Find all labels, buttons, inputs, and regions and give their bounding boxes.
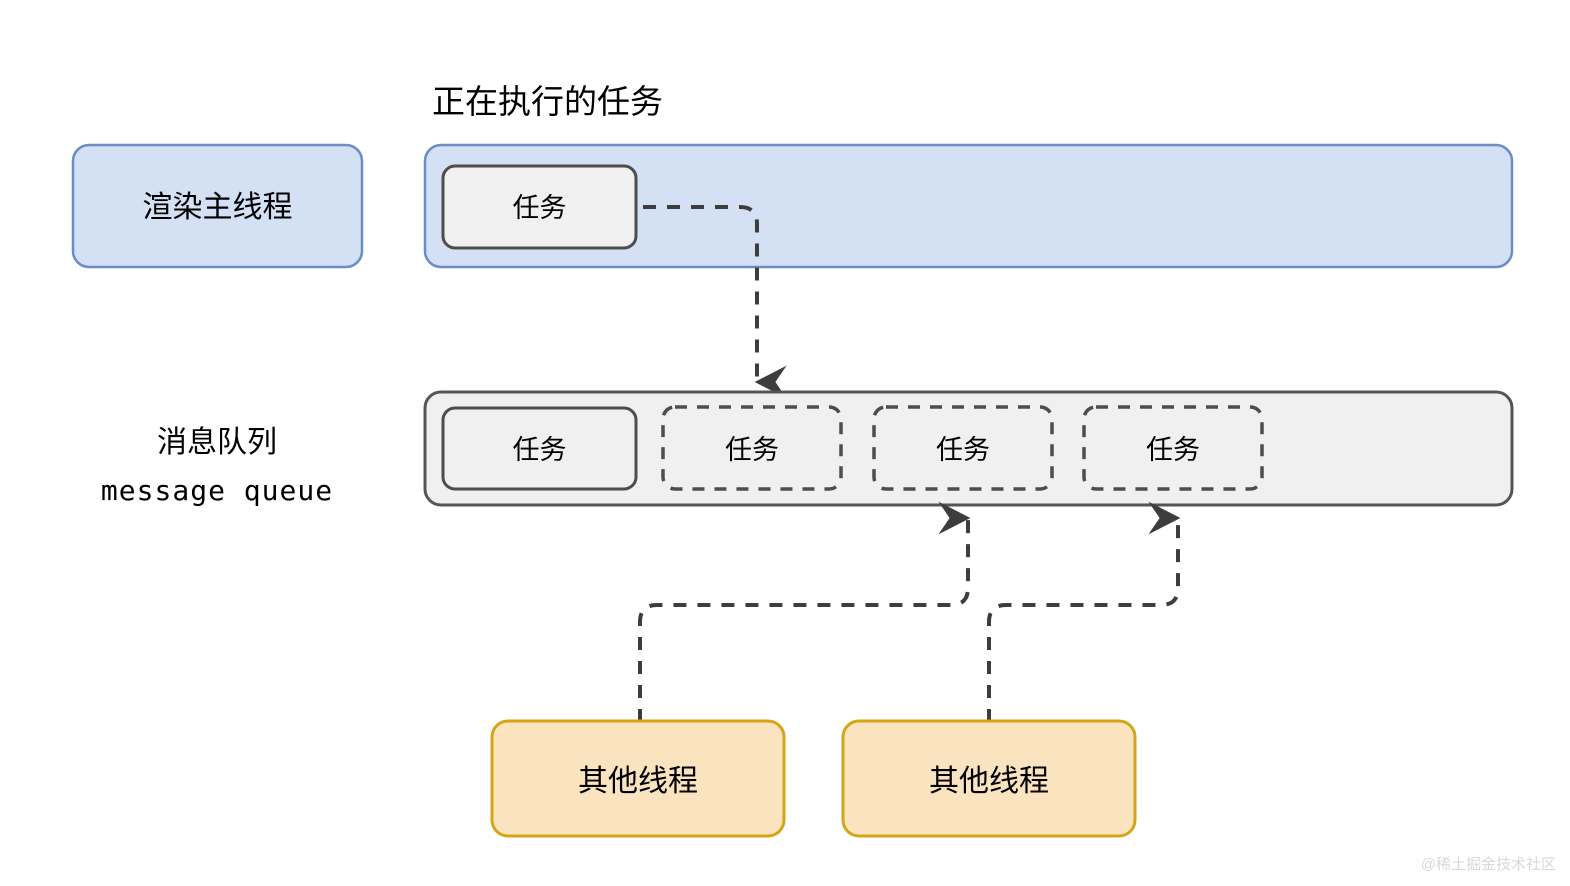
queue-task-2-label: 任务 xyxy=(725,435,779,465)
queue-task-1-label: 任务 xyxy=(513,435,567,465)
running-task-box-shape xyxy=(441,164,638,250)
main-thread-lane-shape xyxy=(423,143,1514,269)
message-queue-label-group: 消息队列 message queue xyxy=(101,426,333,507)
queue-task-2: 任务 xyxy=(661,405,843,491)
arrow-main-thread-to-queue xyxy=(643,205,787,399)
message-queue-label-cn: 消息队列 xyxy=(157,426,277,459)
queue-task-1-shape xyxy=(441,406,638,491)
main-thread-box: 渲染主线程 xyxy=(71,143,364,269)
message-queue-container: 任务 任务 任务 任务 xyxy=(423,390,1514,507)
main-thread-lane: 任务 xyxy=(423,143,1514,269)
message-queue-label-en: message queue xyxy=(101,474,333,507)
queue-task-4: 任务 xyxy=(1082,405,1264,491)
running-task-label: 任务 xyxy=(513,193,567,223)
queue-task-4-shape xyxy=(1082,405,1264,491)
queue-task-3-label: 任务 xyxy=(936,435,990,465)
queue-task-4-label: 任务 xyxy=(1146,435,1200,465)
watermark: @稀土掘金技术社区 xyxy=(1421,856,1556,873)
page-title: 正在执行的任务 xyxy=(432,83,663,120)
other-thread-box-2: 其他线程 xyxy=(841,719,1137,838)
queue-task-2-shape xyxy=(661,405,843,491)
queue-task-3-shape xyxy=(872,405,1054,491)
other-thread-box-2-shape xyxy=(841,719,1137,838)
other-thread-box-2-label: 其他线程 xyxy=(929,765,1049,798)
main-thread-label: 渲染主线程 xyxy=(143,191,293,224)
arrow-thread-2-to-queue xyxy=(987,501,1181,722)
arrow-thread-1-to-queue xyxy=(638,501,971,722)
queue-task-1: 任务 xyxy=(441,406,638,491)
queue-task-3: 任务 xyxy=(872,405,1054,491)
running-task-box: 任务 xyxy=(441,164,638,250)
other-thread-box-1-shape xyxy=(490,719,786,838)
main-thread-box-shape xyxy=(71,143,364,269)
other-thread-box-1: 其他线程 xyxy=(490,719,786,838)
other-thread-box-1-label: 其他线程 xyxy=(578,765,698,798)
